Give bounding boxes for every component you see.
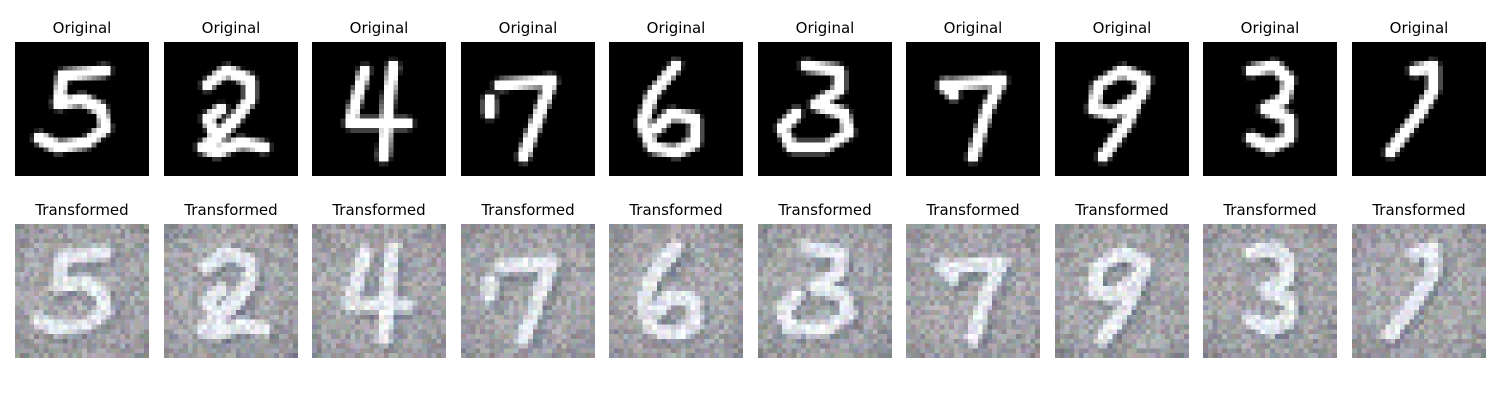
transformed-title: Transformed <box>332 201 426 219</box>
original-title: Original <box>1389 19 1449 37</box>
transformed-title: Transformed <box>35 201 129 219</box>
transformed-digit-image <box>164 224 298 358</box>
transformed-digit-image <box>758 224 892 358</box>
original-digit-image <box>758 42 892 176</box>
original-title: Original <box>943 19 1003 37</box>
transformed-digit-image <box>609 224 743 358</box>
original-title: Original <box>498 19 558 37</box>
transformed-title: Transformed <box>1223 201 1317 219</box>
original-digit-image <box>15 42 149 176</box>
transformed-title: Transformed <box>481 201 575 219</box>
original-title: Original <box>1092 19 1152 37</box>
transformed-digit-image <box>461 224 595 358</box>
transformed-title: Transformed <box>184 201 278 219</box>
original-digit-image <box>609 42 743 176</box>
original-digit-image <box>1352 42 1486 176</box>
original-digit-image <box>312 42 446 176</box>
original-digit-image <box>1203 42 1337 176</box>
transformed-title: Transformed <box>629 201 723 219</box>
transformed-digit-image <box>1055 224 1189 358</box>
transformed-digit-image <box>15 224 149 358</box>
transformed-digit-image <box>312 224 446 358</box>
transformed-digit-image <box>1203 224 1337 358</box>
original-digit-image <box>461 42 595 176</box>
transformed-title: Transformed <box>926 201 1020 219</box>
original-digit-image <box>1055 42 1189 176</box>
original-title: Original <box>1240 19 1300 37</box>
transformed-title: Transformed <box>1075 201 1169 219</box>
transformed-title: Transformed <box>1372 201 1466 219</box>
original-title: Original <box>52 19 112 37</box>
original-title: Original <box>349 19 409 37</box>
original-title: Original <box>646 19 706 37</box>
transformed-digit-image <box>1352 224 1486 358</box>
transformed-digit-image <box>906 224 1040 358</box>
transformed-title: Transformed <box>778 201 872 219</box>
original-digit-image <box>164 42 298 176</box>
original-title: Original <box>201 19 261 37</box>
original-digit-image <box>906 42 1040 176</box>
original-title: Original <box>795 19 855 37</box>
